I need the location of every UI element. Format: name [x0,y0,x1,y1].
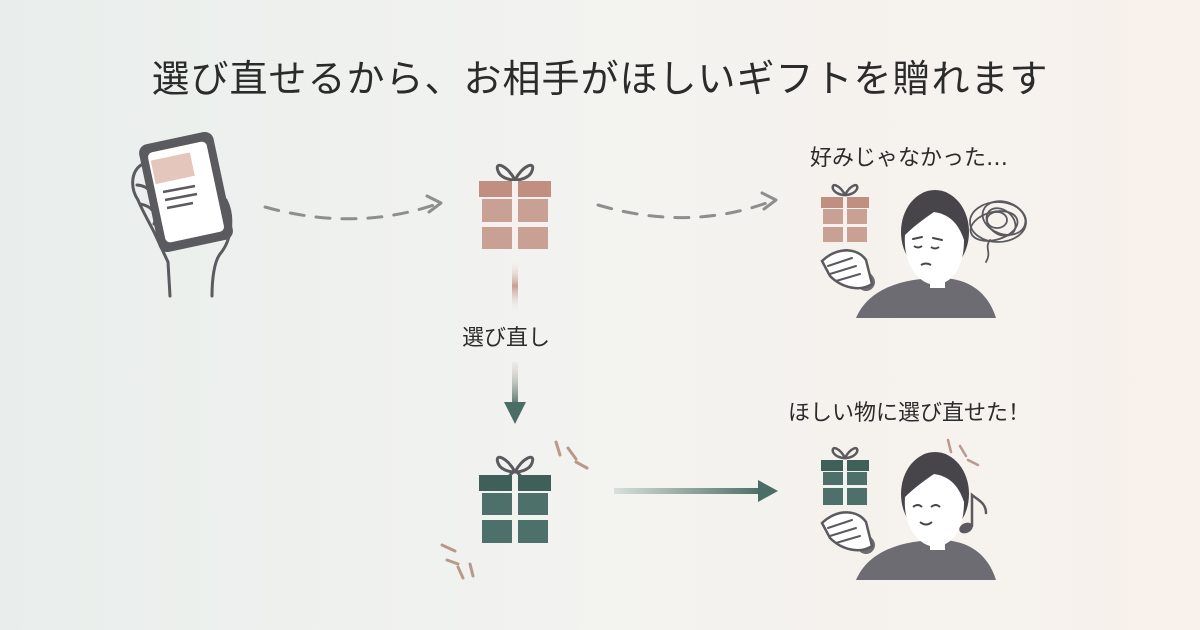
pink-gift-box-icon [479,163,551,249]
page-title: 選び直せるから、お相手がほしいギフトを贈れます [151,57,1049,101]
scribble-worry-icon [969,200,1027,263]
reselect-label: 選び直し [462,326,551,351]
music-note-icon [959,492,988,534]
happy-person-icon [820,438,996,580]
dashed-arrow-1 [263,194,443,221]
green-gift-box-icon [479,455,551,543]
disappointed-person-icon [820,183,996,318]
sparkle-marks-icon [440,440,589,580]
hand-holding-smartphone-icon [131,131,233,298]
reselect-arrow [504,262,526,424]
success-label: ほしい物に選び直せた！ [788,401,1031,426]
disliked-label: 好みじゃなかった… [810,146,1009,171]
dashed-arrow-2 [596,191,778,219]
success-arrow [614,480,778,502]
